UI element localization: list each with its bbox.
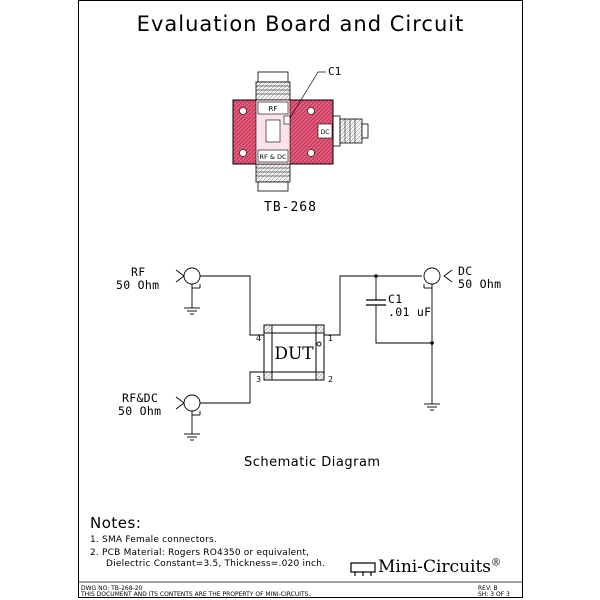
rfdc-trace [200,371,264,404]
mini-circuits-logo: Mini-Circuits® [378,557,501,577]
capacitor-c1-pad [283,115,291,125]
schematic-diagram [175,267,453,441]
dc-port-label: DC [458,264,473,278]
junction-dot [430,341,434,345]
dc-pad [317,123,333,139]
drawing-frame [78,0,523,598]
mounting-hole [239,107,247,115]
mounting-hole [239,149,247,157]
page-title: Evaluation Board and Circuit [136,12,465,36]
pin-4-label: 4 [256,334,261,343]
board-port-rfdc-label: RF & DC [260,153,287,161]
mounting-hole [307,149,315,157]
board-name: TB-268 [264,200,317,215]
pin-3-label: 3 [256,375,261,384]
board-callout-c1: C1 [328,65,341,78]
rfdc-port-impedance: 50 Ohm [118,404,162,418]
notes-heading: Notes: [90,514,142,532]
note-item: Dielectric Constant=3.5, Thickness=.020 … [106,559,326,569]
dc-port-symbol [423,267,453,411]
proprietary-notice: THIS DOCUMENT AND ITS CONTENTS ARE THE P… [81,591,311,598]
dut-footprint [265,119,281,143]
dc-trace [324,275,422,336]
note-item: 2. PCB Material: Rogers RO4350 or equiva… [90,548,310,558]
c1-callout-leader [289,71,319,119]
dut-label: DUT [274,344,314,364]
rfdc-port-symbol [175,394,201,441]
rf-pad-top [257,101,289,115]
rf-pad-bottom [257,149,289,163]
rf-port-label: RF [131,265,146,279]
dc-port-impedance: 50 Ohm [458,277,502,291]
board-port-rf-label: RF [269,105,278,113]
rf-trace [200,275,264,336]
registered-mark: ® [491,557,502,569]
note-item: 1. SMA Female connectors. [90,535,217,545]
bottom-sma-connector [255,163,291,192]
capacitor-value: .01 uF [388,305,432,319]
logo-text: Mini-Circuits [378,557,492,577]
revision: REV: B [478,585,498,592]
board-port-dc-label: DC [321,129,330,136]
rfdc-port-label: RF&DC [122,391,159,405]
rf-port-impedance: 50 Ohm [116,278,160,292]
capacitor-name: C1 [388,292,403,306]
sheet-number: SH: 3 OF 3 [478,591,510,598]
dut-package [263,324,325,381]
pin-1-label: 1 [328,334,333,343]
mini-circuits-logo-mark [350,562,376,576]
mounting-hole [307,107,315,115]
drawing-number: DWG NO: TB-268-20 [81,585,143,592]
pin-2-label: 2 [328,375,333,384]
rf-port-symbol [175,267,201,315]
schematic-caption: Schematic Diagram [244,455,381,470]
junction-dot [374,274,378,278]
top-sma-connector [255,71,291,101]
right-sma-connector [331,115,369,147]
